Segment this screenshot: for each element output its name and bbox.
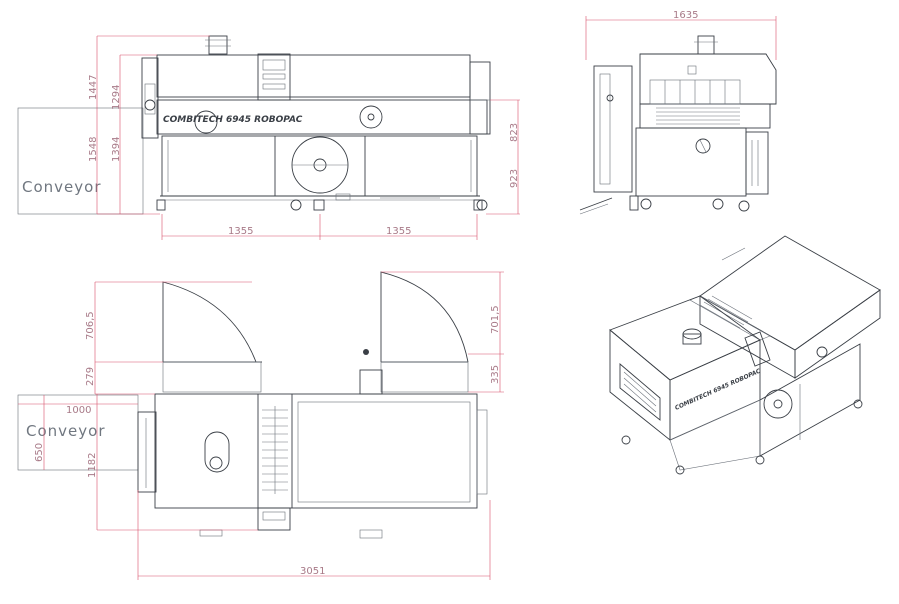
front-top-motor	[208, 35, 228, 55]
dim-top-gap-left: 279	[85, 367, 96, 386]
conveyor-box-front	[17, 107, 144, 215]
dim-front-height-right-low: 923	[509, 169, 520, 188]
dim-front-height-total: 1447	[88, 75, 99, 100]
conveyor-label-top: Conveyor	[26, 422, 105, 440]
iso-view: COMBITECH 6945 ROBOPAC	[609, 235, 881, 475]
dim-front-height-right: 823	[509, 123, 520, 142]
dim-front-height-frame: 1394	[111, 137, 122, 162]
dim-front-height-conveyor: 1548	[88, 137, 99, 162]
top-main-body	[154, 393, 478, 509]
dim-top-conveyor-width: 1000	[66, 405, 91, 416]
conveyor-label-front: Conveyor	[22, 178, 101, 196]
front-view: Conveyor COMBITECH 6945 ROBOPAC	[17, 35, 520, 240]
front-brand-text: COMBITECH 6945 ROBOPAC	[163, 115, 303, 125]
dim-front-height-upper: 1294	[111, 85, 122, 110]
dim-top-door-right: 701,5	[490, 305, 501, 334]
front-upper-housing	[156, 54, 471, 98]
dim-top-conveyor-depth: 650	[34, 443, 45, 462]
front-brand-band	[156, 99, 488, 135]
dim-side-width-total: 1635	[673, 10, 698, 21]
dim-front-width-right: 1355	[386, 226, 411, 237]
dim-top-depth-total: 1182	[87, 453, 98, 478]
dim-top-door-left: 706,5	[85, 311, 96, 340]
dim-front-width-left: 1355	[228, 226, 253, 237]
dim-top-gap-right: 335	[490, 365, 501, 384]
dim-top-length-total: 3051	[300, 566, 325, 577]
front-lower-frame	[161, 135, 478, 197]
top-view: Conveyor 1000 650	[17, 271, 504, 580]
side-view: 1635	[579, 10, 777, 215]
